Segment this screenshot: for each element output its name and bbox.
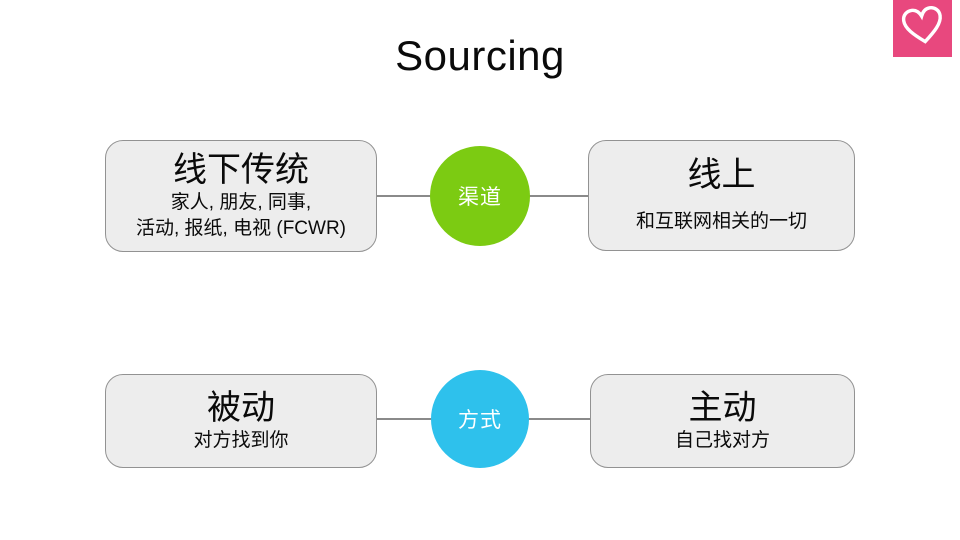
node-subtitle-line: 活动, 报纸, 电视 (FCWR) [135, 217, 347, 239]
node-subtitle-line: 家人, 朋友, 同事, [170, 191, 312, 213]
node-title: 主动 [688, 388, 757, 427]
connector-label: 方式 [458, 409, 502, 432]
node-subtitle-line: 对方找到你 [193, 429, 289, 451]
node-active: 主动 自己找对方 [590, 374, 855, 468]
node-title: 被动 [207, 388, 275, 427]
node-passive: 被动 对方找到你 [105, 374, 377, 468]
node-subtitle-line: 自己找对方 [674, 429, 770, 451]
connector-circle-channel: 渠道 [430, 146, 530, 246]
node-online: 线上 和互联网相关的一切 [588, 140, 855, 251]
node-title: 线下传统 [173, 150, 309, 189]
page-title: Sourcing [395, 32, 565, 79]
brand-logo [893, 0, 952, 57]
node-offline-traditional: 线下传统 家人, 朋友, 同事, 活动, 报纸, 电视 (FCWR) [105, 140, 377, 252]
node-subtitle-line: 和互联网相关的一切 [635, 211, 807, 233]
connector-circle-method: 方式 [431, 370, 529, 468]
node-title: 线上 [687, 156, 756, 195]
heart-icon [901, 6, 944, 51]
connector-label: 渠道 [458, 186, 502, 209]
